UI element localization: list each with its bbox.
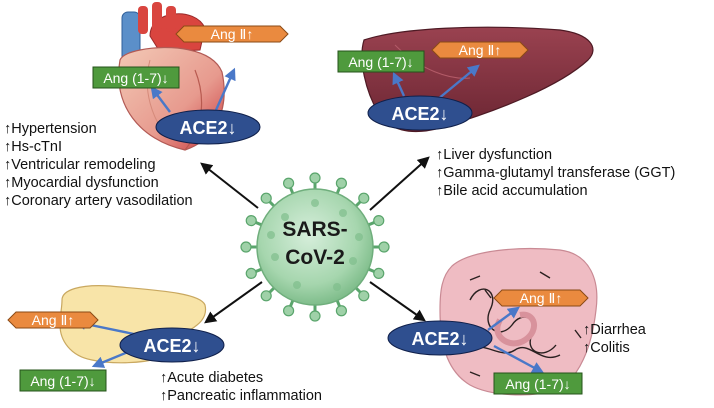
arrow-virus-to-liver — [369, 156, 430, 211]
arrow-virus-to-intestine — [369, 281, 426, 322]
virus-spike-tip — [378, 241, 390, 253]
arrow-ace2-to-ang17-liver — [392, 71, 406, 97]
virus-spike-tip — [358, 290, 370, 302]
virus-spike-tip — [282, 305, 295, 317]
intestine-effects-list: Diarrhea Colitis — [583, 321, 646, 357]
svg-text:Ang (1-7)↓: Ang (1-7)↓ — [103, 70, 168, 86]
effect-item: Gamma-glutamyl transferase (GGT) — [436, 164, 675, 182]
svg-text:ACE2↓: ACE2↓ — [143, 336, 200, 356]
arrow-ace2-to-ang17-intestine — [493, 344, 545, 374]
virus-spike-tip — [335, 177, 348, 189]
effect-item: Hs-cTnI — [4, 138, 193, 156]
effect-item: Diarrhea — [583, 321, 646, 339]
virus-spike-tip — [358, 192, 370, 204]
arrow-virus-to-heart — [200, 162, 259, 209]
svg-text:Ang Ⅱ↑: Ang Ⅱ↑ — [211, 26, 254, 42]
svg-text:ACE2↓: ACE2↓ — [411, 329, 468, 349]
virus-label-line2: CoV-2 — [285, 246, 345, 269]
arrow-ace2-to-ang17-pancreas — [91, 350, 129, 368]
effect-item: Hypertension — [4, 120, 193, 138]
svg-text:Ang (1-7)↓: Ang (1-7)↓ — [30, 373, 95, 389]
virus-spike-tip — [245, 267, 257, 280]
effect-item: Colitis — [583, 339, 646, 357]
virus-surface-dot — [339, 209, 347, 217]
svg-text:Ang (1-7)↓: Ang (1-7)↓ — [348, 54, 413, 70]
svg-text:Ang Ⅱ↑: Ang Ⅱ↑ — [32, 312, 75, 328]
ang17-label-liver: Ang (1-7)↓ — [337, 50, 425, 73]
virus-spike-tip — [309, 172, 321, 184]
ang2-label-intestine: Ang Ⅱ↑ — [493, 289, 589, 307]
virus-spike-tip — [240, 241, 252, 253]
ang17-label-intestine: Ang (1-7)↓ — [493, 372, 583, 395]
ang2-label-liver: Ang Ⅱ↑ — [431, 41, 529, 59]
effect-item: Pancreatic inflammation — [160, 387, 322, 405]
virus-spike-tip — [373, 214, 385, 227]
virus-surface-dot — [281, 213, 289, 221]
virus-surface-dot — [349, 257, 357, 265]
ace2-badge-pancreas: ACE2↓ — [119, 327, 225, 363]
effect-item: Acute diabetes — [160, 369, 322, 387]
ang17-label-pancreas: Ang (1-7)↓ — [19, 369, 107, 392]
ace2-badge-liver: ACE2↓ — [367, 95, 473, 131]
effect-item: Myocardial dysfunction — [4, 174, 193, 192]
effect-item: Liver dysfunction — [436, 146, 675, 164]
ace2-badge-intestine: ACE2↓ — [387, 320, 493, 356]
virus-surface-dot — [333, 283, 341, 291]
arrow-ace2-to-ang17-heart — [150, 86, 171, 113]
ang2-label-heart: Ang Ⅱ↑ — [175, 25, 289, 43]
virus-surface-dot — [355, 233, 363, 241]
virus-spike-tip — [260, 192, 272, 204]
virus-surface-dot — [267, 231, 275, 239]
ang2-label-pancreas: Ang Ⅱ↑ — [7, 311, 99, 329]
virus-label-line1: SARS- — [282, 218, 347, 241]
svg-text:ACE2↓: ACE2↓ — [391, 104, 448, 124]
svg-text:Ang Ⅱ↑: Ang Ⅱ↑ — [459, 42, 502, 58]
effect-item: Ventricular remodeling — [4, 156, 193, 174]
liver-effects-list: Liver dysfunction Gamma-glutamyl transfe… — [436, 146, 675, 200]
ang17-label-heart: Ang (1-7)↓ — [92, 66, 180, 89]
virus-spike-tip — [335, 305, 348, 317]
effect-item: Bile acid accumulation — [436, 182, 675, 200]
pancreas-effects-list: Acute diabetes Pancreatic inflammation — [160, 369, 322, 405]
virus-spike-tip — [282, 177, 295, 189]
svg-text:Ang (1-7)↓: Ang (1-7)↓ — [505, 376, 570, 392]
virus-surface-dot — [293, 281, 301, 289]
virus-spike-tip — [260, 290, 272, 302]
arrow-ace2-to-ang2-intestine — [487, 306, 520, 331]
svg-text:Ang Ⅱ↑: Ang Ⅱ↑ — [520, 290, 563, 306]
arrow-virus-to-pancreas — [204, 281, 263, 324]
virus-illustration — [240, 172, 390, 322]
virus-surface-dot — [311, 199, 319, 207]
svg-text:ACE2↓: ACE2↓ — [179, 118, 236, 138]
virus-spike-tip — [309, 310, 321, 322]
effect-item: Coronary artery vasodilation — [4, 192, 192, 210]
virus-surface-dot — [271, 253, 279, 261]
intestine-illustration — [439, 247, 598, 396]
virus-spike-tip — [373, 267, 385, 280]
arrow-ace2-to-ang2-heart — [214, 67, 236, 111]
heart-effects-list: Hypertension Hs-cTnI Ventricular remodel… — [4, 120, 193, 210]
virus-spike-tip — [245, 214, 257, 227]
